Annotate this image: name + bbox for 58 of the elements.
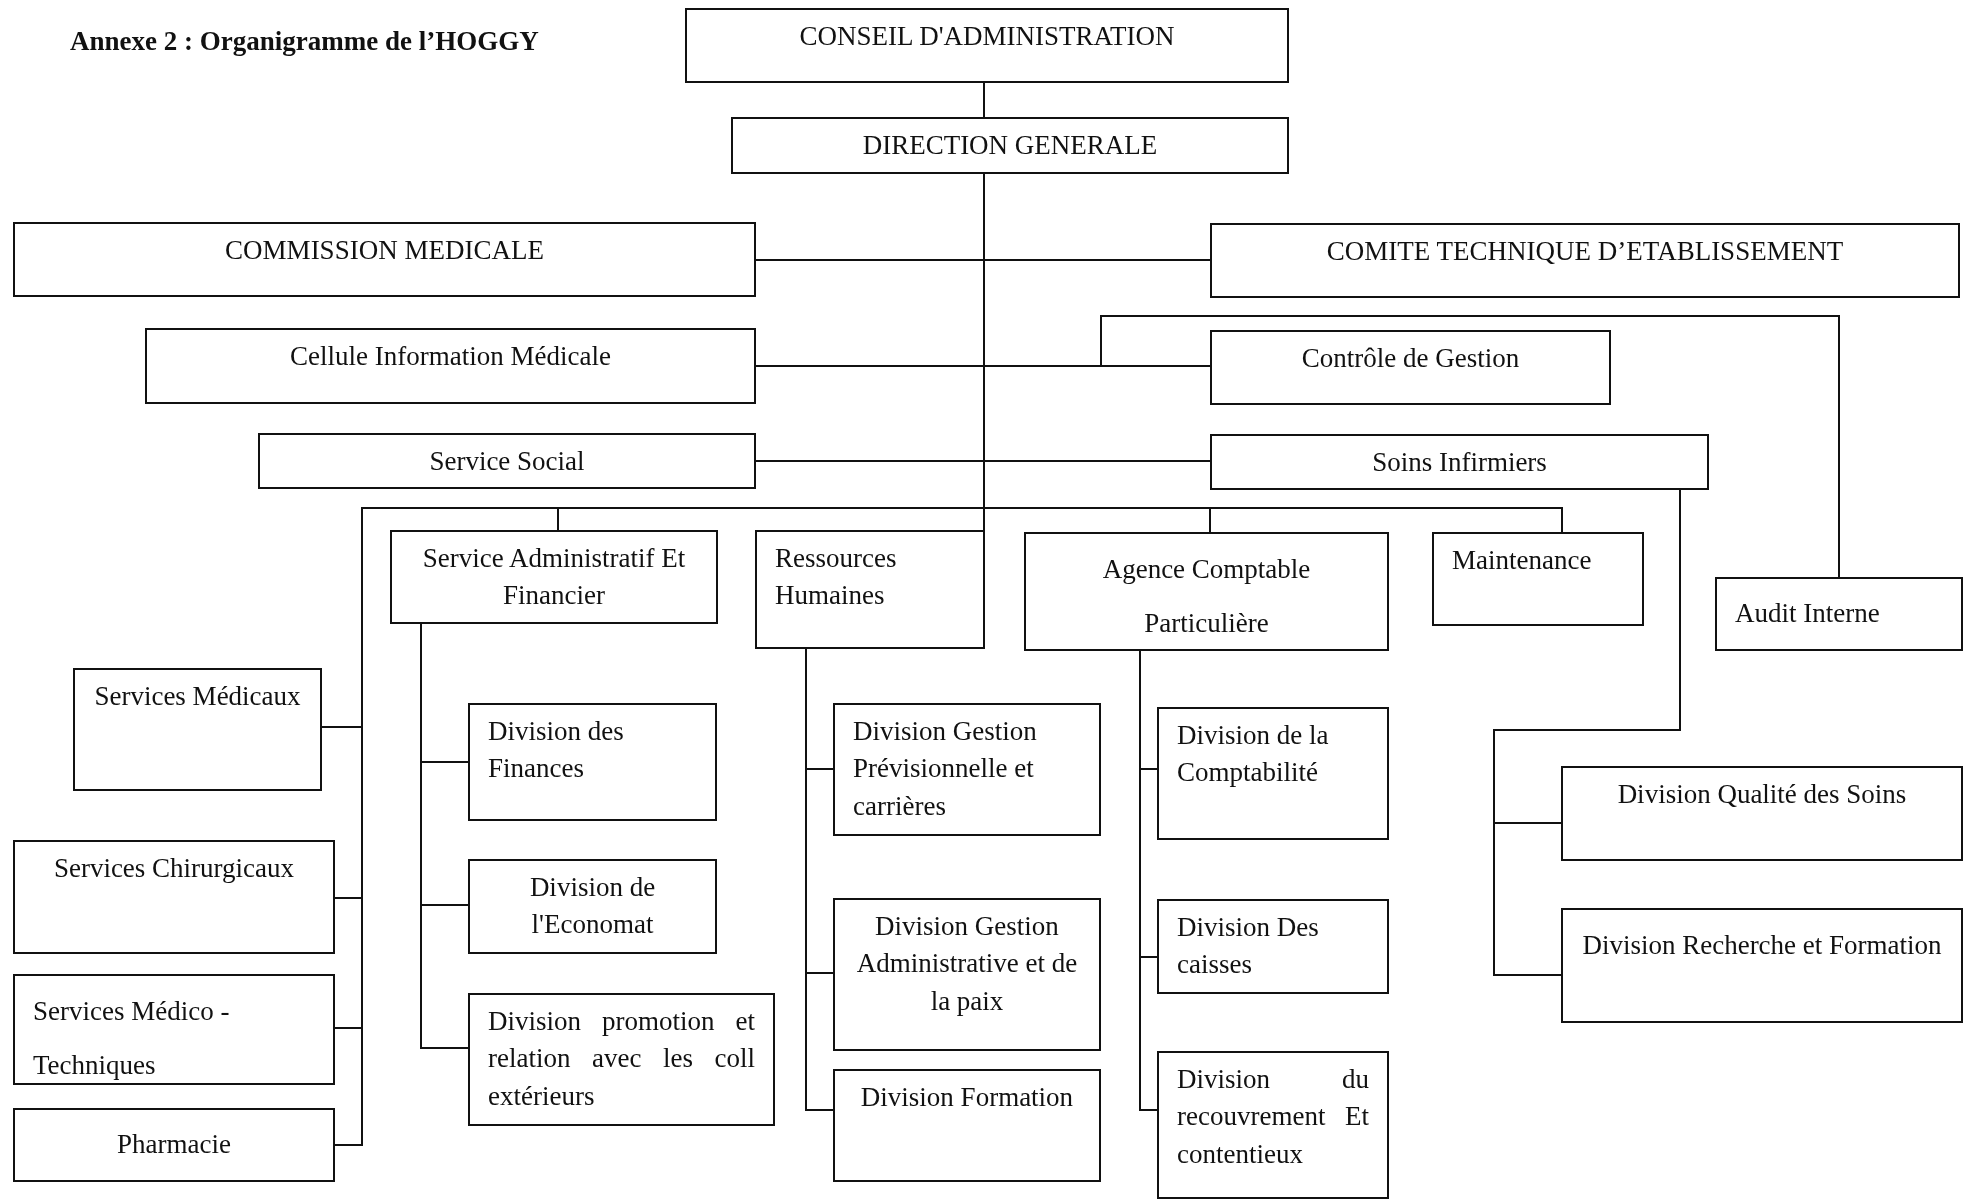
org-box bbox=[258, 433, 756, 489]
org-box bbox=[1210, 223, 1960, 298]
node-label: Service Social bbox=[428, 445, 586, 478]
org-box bbox=[13, 1108, 335, 1182]
org-box bbox=[755, 530, 985, 649]
node-label: Division du recouvrement Et contentieux bbox=[1177, 1063, 1369, 1171]
org-box bbox=[1157, 1051, 1389, 1199]
node-label: Division Gestion Prévisionnelle et carrières bbox=[853, 715, 1038, 823]
node-label: Division Gestion Administrative et de la paix bbox=[855, 910, 1079, 1018]
node-label: Division Qualité des Soins bbox=[1616, 778, 1908, 811]
node-label: Services Médico - Techniques bbox=[33, 995, 231, 1082]
node-label: Division de la Comptabilité bbox=[1177, 719, 1330, 790]
connector-line bbox=[983, 82, 985, 118]
org-box bbox=[731, 117, 1289, 174]
org-box bbox=[1561, 766, 1963, 861]
org-box bbox=[13, 840, 335, 954]
node-label: COMMISSION MEDICALE bbox=[224, 234, 545, 267]
org-box bbox=[468, 859, 717, 954]
org-box bbox=[1432, 532, 1644, 626]
node-label: Division de l'Economat bbox=[528, 871, 657, 942]
org-box bbox=[1715, 577, 1963, 651]
diagram-title: Annexe 2 : Organigramme de l’HOGGY bbox=[70, 26, 539, 57]
org-box bbox=[13, 974, 335, 1085]
node-label: Services Médicaux bbox=[93, 680, 302, 713]
node-label: CONSEIL D'ADMINISTRATION bbox=[798, 20, 1176, 53]
org-box bbox=[468, 993, 775, 1126]
node-label: COMITE TECHNIQUE D’ETABLISSEMENT bbox=[1325, 235, 1845, 268]
node-label: Ressources Humaines bbox=[775, 542, 898, 613]
org-box bbox=[145, 328, 756, 404]
node-label: Division des Finances bbox=[488, 715, 625, 786]
org-box bbox=[1157, 707, 1389, 840]
org-box bbox=[685, 8, 1289, 83]
node-label: Pharmacie bbox=[116, 1128, 232, 1162]
org-box bbox=[13, 222, 756, 297]
node-label: Agence Comptable Particulière bbox=[1101, 553, 1312, 640]
org-box bbox=[833, 703, 1101, 836]
org-box bbox=[1024, 532, 1389, 651]
node-label: Soins Infirmiers bbox=[1371, 446, 1548, 479]
org-box bbox=[1561, 908, 1963, 1023]
node-label: Division Formation bbox=[859, 1081, 1075, 1114]
node-label: Cellule Information Médicale bbox=[289, 340, 612, 373]
node-label: Maintenance bbox=[1452, 544, 1593, 577]
org-box bbox=[1157, 899, 1389, 994]
org-box bbox=[833, 898, 1101, 1051]
org-box bbox=[468, 703, 717, 821]
node-label: Services Chirurgicaux bbox=[52, 852, 296, 885]
node-label: DIRECTION GENERALE bbox=[861, 129, 1159, 162]
node-label: Division Recherche et Formation bbox=[1581, 929, 1943, 962]
org-box bbox=[1210, 330, 1611, 405]
org-box bbox=[1210, 434, 1709, 490]
node-label: Contrôle de Gestion bbox=[1300, 342, 1521, 375]
node-label: Division Des caisses bbox=[1177, 911, 1320, 982]
node-label: Division promotion et relation avec les coll extérieurs bbox=[488, 1005, 755, 1113]
org-box bbox=[390, 530, 718, 624]
org-box bbox=[833, 1069, 1101, 1182]
node-label: Audit Interne bbox=[1735, 597, 1881, 631]
org-box bbox=[73, 668, 322, 791]
node-label: Service Administratif Et Financier bbox=[421, 542, 687, 613]
